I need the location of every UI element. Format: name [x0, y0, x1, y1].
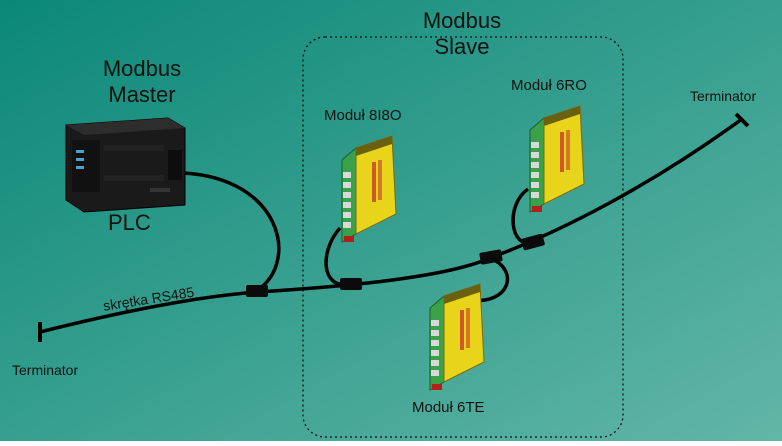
master-title-line1: Modbus: [102, 56, 182, 81]
module-8i8o-label: Moduł 8I8O: [324, 107, 402, 124]
module-6ro-label: Moduł 6RO: [511, 77, 587, 94]
module-6te-drop-cable: [469, 256, 510, 303]
connector-6ro-tap: [521, 233, 545, 251]
master-title-line2: Master: [108, 82, 176, 107]
slave-title-line2: Slave: [434, 34, 490, 59]
connector-6te-tap: [479, 249, 503, 265]
terminator-left-label: Terminator: [12, 362, 79, 378]
plc-drop-cable: [182, 171, 281, 292]
connector-plc-tap: [246, 285, 268, 297]
connector-8i8o-tap: [340, 278, 362, 290]
slave-group-title: Modbus Slave: [402, 8, 522, 60]
slave-title-line1: Modbus: [422, 8, 502, 33]
plc-label: PLC: [108, 210, 151, 235]
module-6te-label: Moduł 6TE: [412, 399, 485, 416]
terminator-right-mark: [734, 112, 750, 128]
plc-device: [65, 117, 186, 213]
rs485-cable: [39, 117, 744, 334]
master-title: Modbus Master: [82, 56, 202, 108]
terminator-right-label: Terminator: [690, 88, 757, 104]
